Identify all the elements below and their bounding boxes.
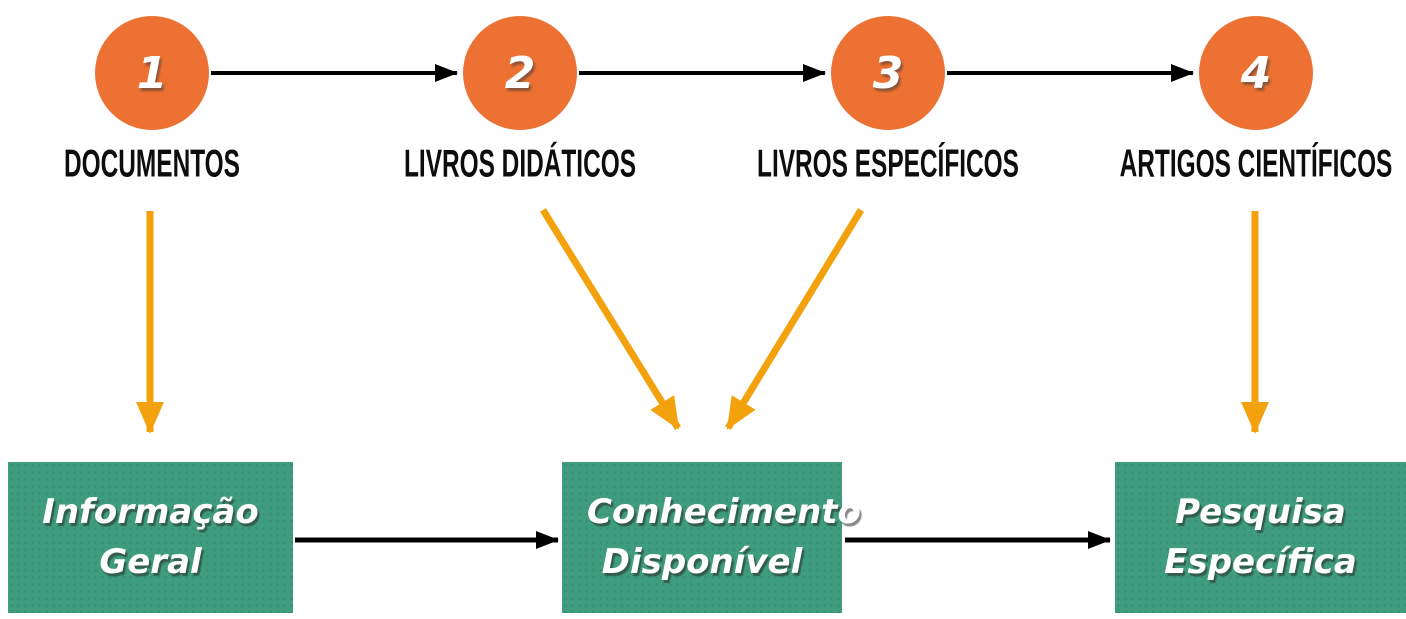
step-circle-2: 2 (463, 16, 577, 130)
step-label-livros-especificos: LIVROS ESPECÍFICOS (757, 142, 1019, 186)
step-number-1: 1 (136, 47, 168, 99)
arrow-livros-especificos-conhecimento (725, 208, 864, 430)
step-circle-1: 1 (95, 16, 209, 130)
box-label-pesquisa-especifica: Pesquisa Específica (1164, 492, 1357, 582)
arrow-livros-didaticos-conhecimento (540, 208, 681, 430)
box-conhecimento-disponivel: Conhecimento Disponível (562, 462, 861, 613)
step-label-artigos-cientificos: ARTIGOS CIENTÍFICOS (1119, 142, 1393, 186)
step-number-4: 4 (1240, 47, 1272, 99)
box-informacao-geral: Informação Geral (8, 462, 293, 613)
step-label-livros-didaticos: LIVROS DIDÁTICOS (403, 142, 637, 186)
step-number-3: 3 (872, 47, 904, 99)
box-pesquisa-especifica: Pesquisa Específica (1115, 462, 1406, 613)
box-label-informacao-geral: Informação Geral (42, 492, 259, 582)
box-label-conhecimento-disponivel: Conhecimento Disponível (587, 492, 861, 582)
step-circle-4: 4 (1199, 16, 1313, 130)
step-number-2: 2 (504, 47, 536, 99)
step-label-documentos: DOCUMENTOS (64, 142, 240, 186)
step-circle-3: 3 (831, 16, 945, 130)
